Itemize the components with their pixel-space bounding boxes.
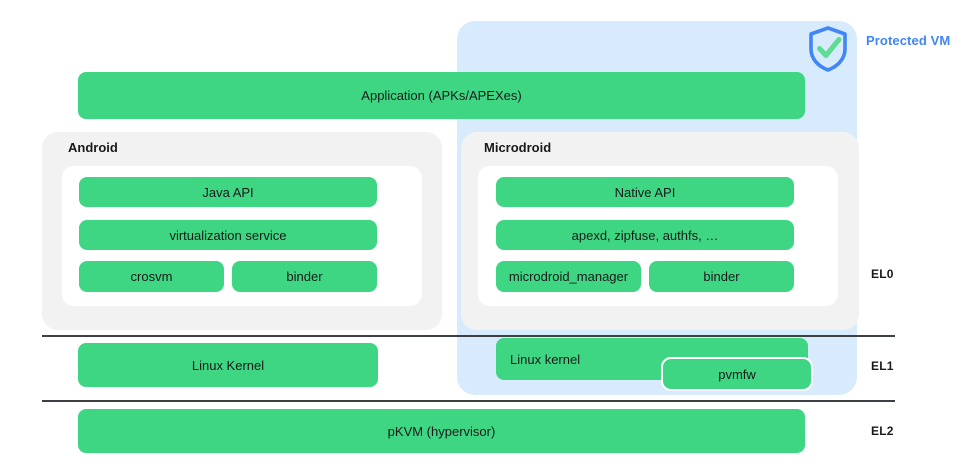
android-section-title: Android [68, 140, 118, 155]
android-java-api[interactable]: Java API [79, 177, 377, 207]
microdroid-manager[interactable]: microdroid_manager [496, 261, 641, 292]
exception-level-label-el1: EL1 [871, 359, 894, 373]
android-virtualization-service[interactable]: virtualization service [79, 220, 377, 250]
shield-check-icon [806, 25, 850, 73]
pvmfw-box[interactable]: pvmfw [661, 357, 813, 391]
microdroid-binder[interactable]: binder [649, 261, 794, 292]
microdroid-section-title: Microdroid [484, 140, 552, 155]
el1-el2-divider [42, 400, 895, 402]
pkvm-hypervisor-bar[interactable]: pKVM (hypervisor) [78, 409, 805, 453]
exception-level-label-el0: EL0 [871, 267, 894, 281]
android-crosvm[interactable]: crosvm [79, 261, 224, 292]
android-binder[interactable]: binder [232, 261, 377, 292]
application-bar[interactable]: Application (APKs/APEXes) [78, 72, 805, 119]
microdroid-native-api[interactable]: Native API [496, 177, 794, 207]
protected-vm-caption: Protected VM [866, 33, 951, 48]
android-linux-kernel[interactable]: Linux Kernel [78, 343, 378, 387]
exception-level-label-el2: EL2 [871, 424, 894, 438]
microdroid-userspace-services[interactable]: apexd, zipfuse, authfs, … [496, 220, 794, 250]
el0-el1-divider [42, 335, 895, 337]
